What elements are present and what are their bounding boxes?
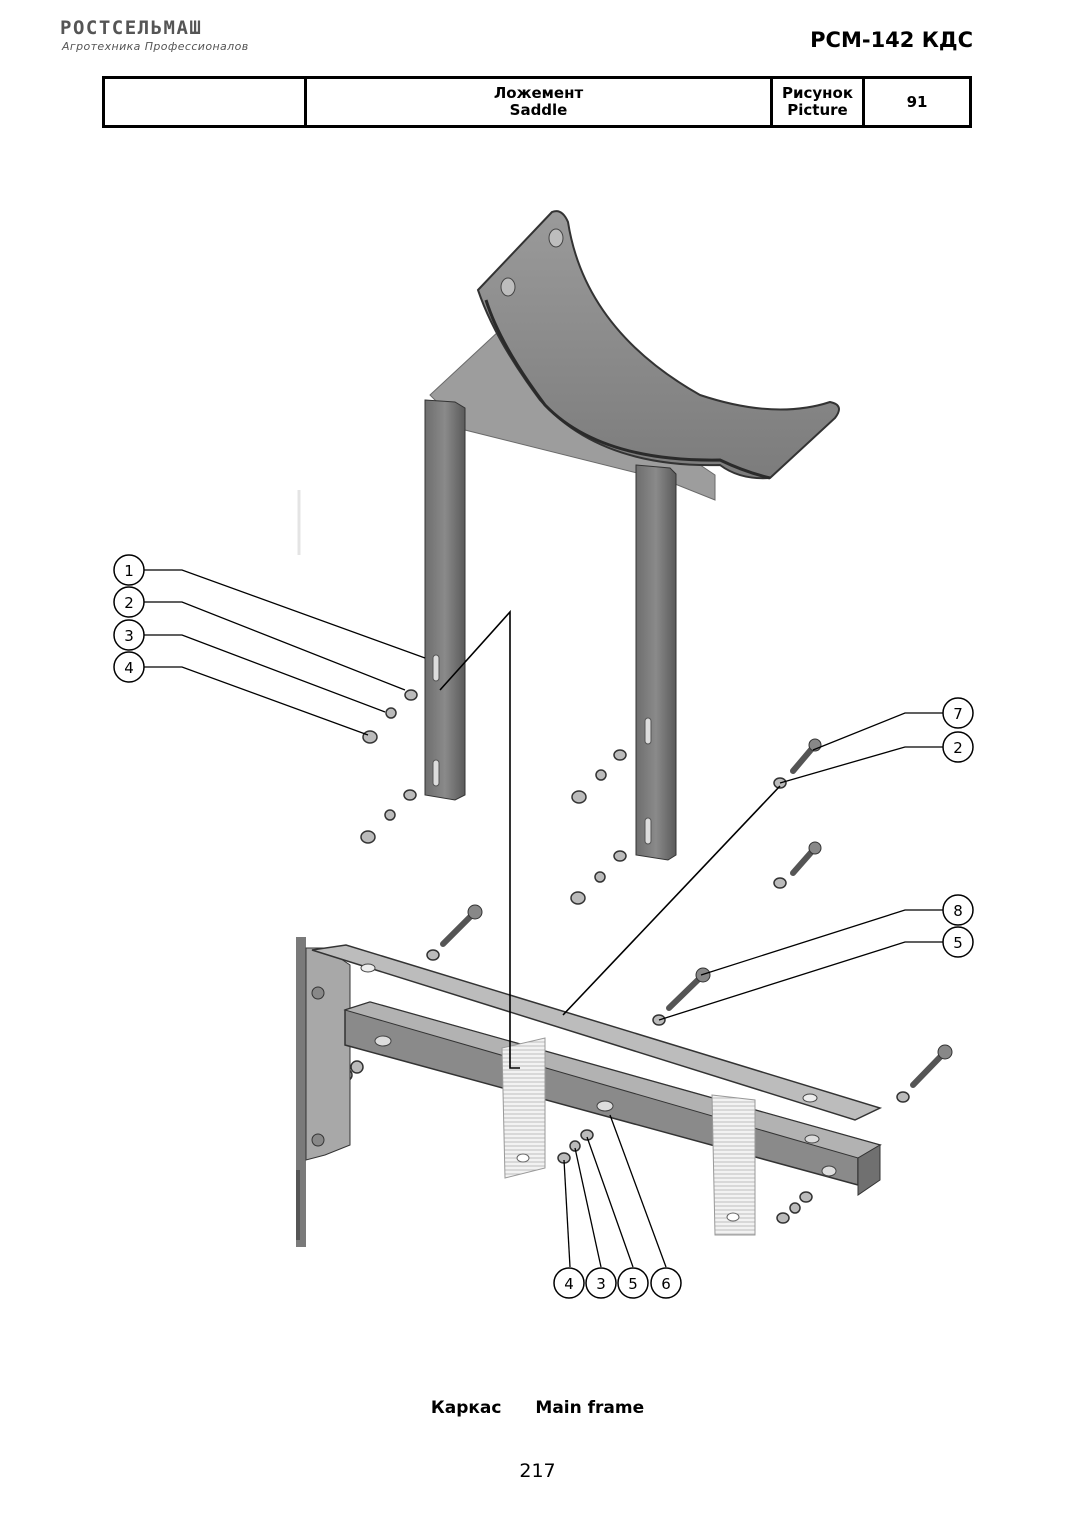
picture-label-en: Picture — [787, 101, 848, 119]
callout-number: 7 — [953, 705, 963, 723]
main-frame — [296, 937, 883, 1247]
callout-number: 2 — [953, 739, 963, 757]
callout-balloon: 2 — [942, 731, 974, 763]
callouts-left: 1 2 3 4 — [113, 554, 145, 683]
picture-label-cell: Рисунок Picture — [773, 79, 865, 125]
saddle-leg-right — [635, 464, 677, 861]
title-block-empty-cell — [105, 79, 307, 125]
assembly-name-cell: Ложемент Saddle — [307, 79, 773, 125]
page-number: 217 — [519, 1460, 556, 1482]
assembly-guide-lines — [439, 609, 781, 1069]
frame-channel-top — [343, 1001, 882, 1159]
callout-balloon: 1 — [113, 554, 145, 586]
caption-ru: Каркас — [430, 1398, 502, 1418]
leg-slot — [644, 717, 652, 745]
callout-balloon: 5 — [617, 1267, 649, 1299]
callout-number: 4 — [124, 659, 134, 677]
assembly-name-en: Saddle — [509, 101, 568, 119]
saddle-hole — [500, 277, 516, 297]
callout-balloon: 8 — [942, 894, 974, 926]
callout-number: 6 — [661, 1275, 671, 1293]
saddle-assembly — [424, 210, 840, 861]
brand-logo-graphic: РОСТСЕЛЬМАШ — [60, 18, 202, 38]
frame-post — [296, 937, 306, 1247]
leg-slot — [432, 654, 440, 682]
bolts — [440, 742, 948, 1088]
caption-en: Main frame — [535, 1398, 645, 1418]
brand-name: РОСТСЕЛЬМАШ — [60, 18, 202, 38]
callout-number: 5 — [628, 1275, 638, 1293]
saddle-hole — [548, 228, 564, 248]
saddle-cradle-edge — [484, 299, 771, 480]
assembly-name-ru: Ложемент — [493, 84, 584, 102]
machine-model: РСМ-142 КДС — [810, 28, 973, 52]
callout-number: 3 — [124, 627, 134, 645]
picture-number-cell: 91 — [865, 79, 969, 125]
callout-number: 2 — [124, 594, 134, 612]
callout-balloon: 6 — [650, 1267, 682, 1299]
callout-number: 3 — [596, 1275, 606, 1293]
callout-balloon: 3 — [585, 1267, 617, 1299]
callouts-bottom: 4 3 5 6 — [553, 1267, 682, 1299]
callout-balloon: 7 — [942, 697, 974, 729]
leg-slot — [644, 817, 652, 845]
figure-caption: Каркас Main frame — [0, 1398, 1075, 1418]
frame-strap-plate — [711, 1094, 756, 1236]
callout-balloon: 3 — [113, 619, 145, 651]
brand-tagline: Агротехника Профессионалов — [62, 40, 249, 53]
callout-balloon: 2 — [113, 586, 145, 618]
callout-balloon: 4 — [553, 1267, 585, 1299]
saddle-leg-left — [424, 399, 466, 801]
callout-number: 8 — [953, 902, 963, 920]
picture-number: 91 — [906, 92, 928, 111]
callouts-right: 7 2 8 5 — [942, 697, 974, 958]
leader-lines — [144, 569, 943, 1268]
frame-end-plate — [305, 947, 351, 1161]
brand-logo: РОСТСЕЛЬМАШ — [60, 18, 300, 38]
leg-slot — [432, 759, 440, 787]
callout-number: 4 — [564, 1275, 574, 1293]
picture-label-ru: Рисунок — [781, 84, 854, 102]
callout-balloon: 4 — [113, 651, 145, 683]
callout-number: 5 — [953, 934, 963, 952]
frame-strap-plate — [501, 1037, 546, 1179]
title-block: Ложемент Saddle Рисунок Picture 91 — [102, 76, 972, 128]
frame-upper-bar — [311, 944, 883, 1121]
callout-number: 1 — [124, 562, 134, 580]
callout-balloon: 5 — [942, 926, 974, 958]
frame-channel-end — [857, 1144, 881, 1196]
